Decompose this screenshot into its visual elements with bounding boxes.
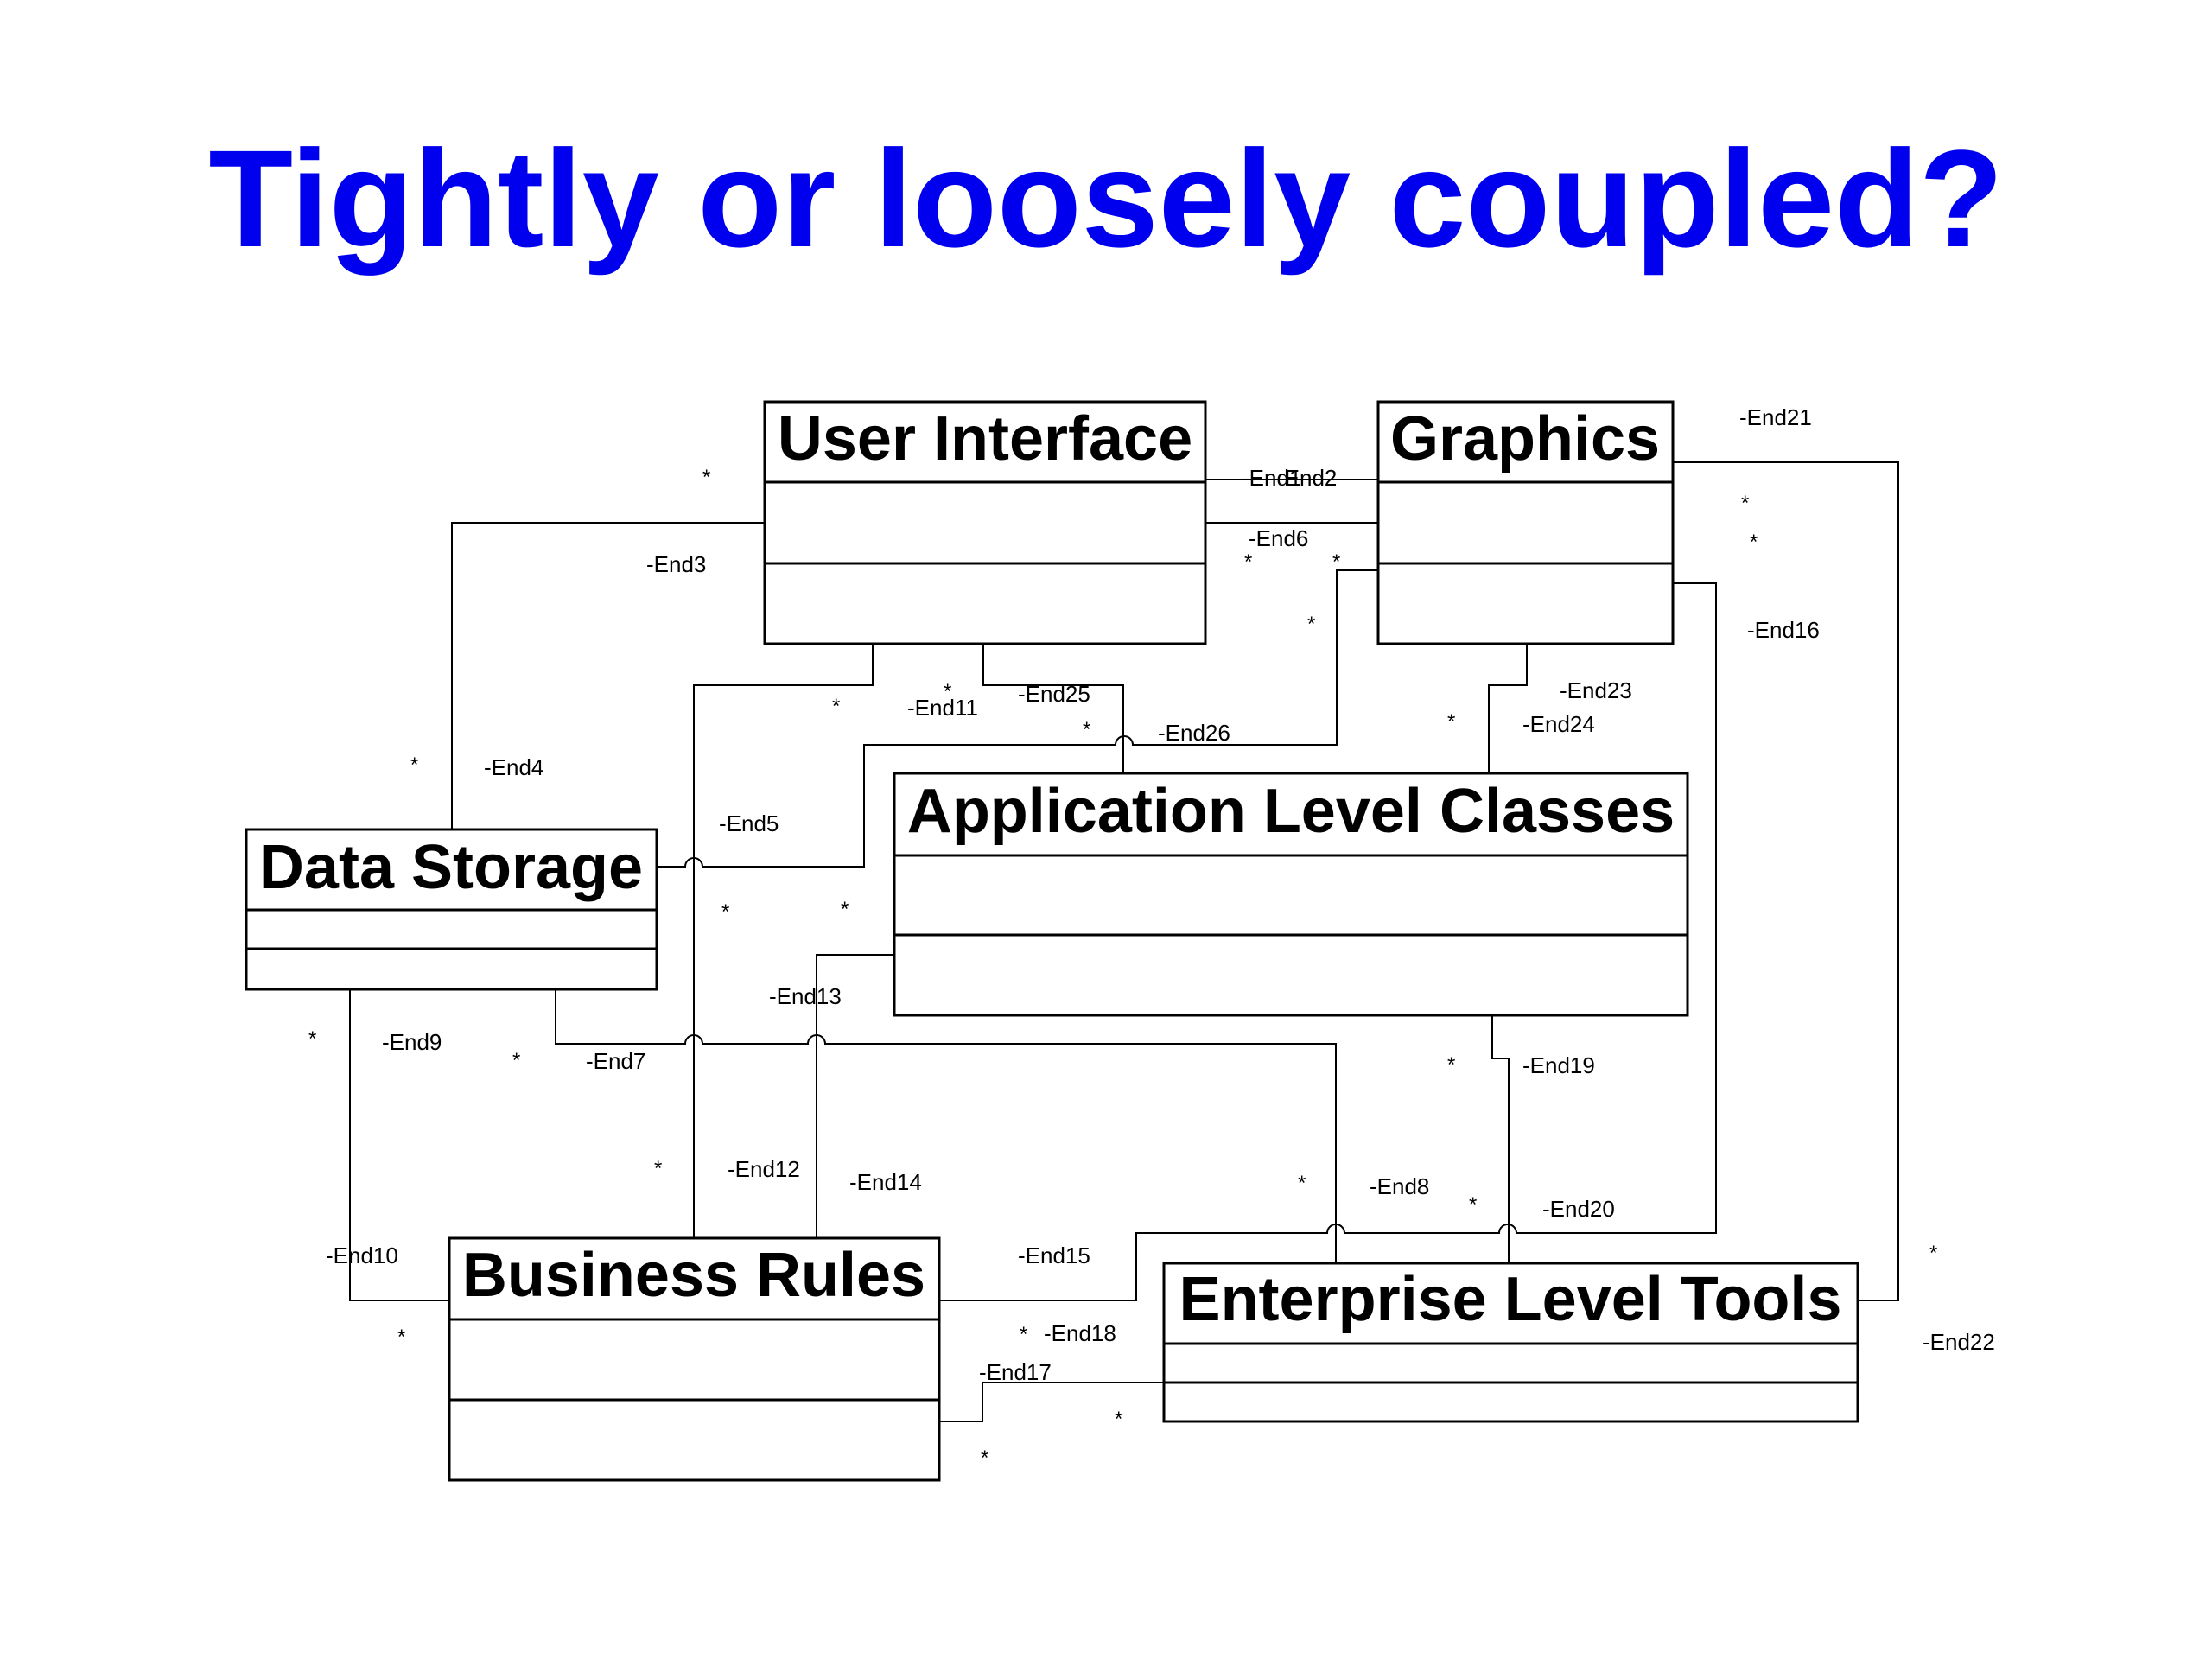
end-label: -End15 <box>1018 1243 1090 1268</box>
wire-graphics-appclasses <box>1488 644 1528 775</box>
multiplicity-marker: * <box>1020 1323 1027 1346</box>
multiplicity-marker: * <box>981 1446 988 1470</box>
class-name-business-rules: Business Rules <box>462 1241 925 1310</box>
end-label: -End12 <box>728 1156 800 1182</box>
multiplicity-marker: * <box>1447 710 1455 734</box>
end-label: -End20 <box>1542 1196 1615 1222</box>
multiplicity-markers: * * * * * * * * * * * * * * * * * * * * … <box>308 466 1937 1470</box>
end-label: -End3 <box>646 551 706 577</box>
wire-appclasses-enterprise <box>1491 1015 1510 1263</box>
wire-graphics-datastorage <box>657 569 1378 868</box>
wire-businessrules-enterprise <box>939 1382 1164 1422</box>
end-label: -End26 <box>1158 720 1230 746</box>
multiplicity-marker: * <box>1083 718 1090 741</box>
end-label: -End2 <box>1277 465 1337 491</box>
association-end-labels: -End1 -End2 -End3 -End4 -End5 -End6 -End… <box>326 404 1995 1385</box>
end-label: -End8 <box>1370 1173 1429 1199</box>
end-label: -End5 <box>719 810 779 836</box>
wire-appclasses-businessrules <box>816 954 894 1238</box>
class-box-data-storage[interactable]: Data Storage <box>245 828 658 991</box>
class-box-enterprise-level-tools[interactable]: Enterprise Level Tools <box>1162 1262 1859 1423</box>
end-label: -End19 <box>1522 1052 1595 1078</box>
multiplicity-marker: * <box>410 753 418 777</box>
multiplicity-marker: * <box>1307 613 1315 636</box>
class-box-business-rules[interactable]: Business Rules <box>448 1236 941 1482</box>
end-label: -End4 <box>484 754 543 780</box>
multiplicity-marker: * <box>832 695 840 718</box>
multiplicity-marker: * <box>1298 1172 1306 1195</box>
end-label: -End10 <box>326 1243 398 1268</box>
end-label: -End17 <box>979 1359 1052 1385</box>
multiplicity-marker: * <box>1447 1053 1455 1077</box>
multiplicity-marker: * <box>1741 492 1749 515</box>
class-name-user-interface: User Interface <box>778 404 1192 474</box>
class-box-user-interface[interactable]: User Interface <box>763 400 1207 645</box>
page-title: Tightly or loosely coupled? <box>208 121 2004 276</box>
end-label: -End16 <box>1747 617 1820 643</box>
end-label: -End7 <box>586 1048 645 1074</box>
end-label: -End22 <box>1923 1329 1995 1355</box>
end-label: -End14 <box>849 1169 922 1195</box>
wire-graphics-enterprise-inner <box>939 582 1717 1301</box>
multiplicity-marker: * <box>721 900 729 924</box>
multiplicity-marker: * <box>1115 1408 1122 1431</box>
wire-datastorage-enterprise <box>555 989 1337 1263</box>
wire-ui-appclasses <box>982 644 1124 775</box>
wire-ui-datastorage <box>451 522 769 830</box>
multiplicity-marker: * <box>702 466 710 489</box>
class-box-graphics[interactable]: Graphics <box>1376 400 1675 645</box>
wire-graphics-enterprise-outer <box>1673 461 1899 1301</box>
class-box-application-level-classes[interactable]: Application Level Classes <box>893 772 1689 1017</box>
class-name-enterprise-level-tools: Enterprise Level Tools <box>1179 1265 1842 1334</box>
multiplicity-marker: * <box>654 1157 662 1180</box>
end-label: -End24 <box>1522 711 1595 737</box>
wire-ui-businessrules <box>693 644 874 1238</box>
multiplicity-marker: * <box>841 898 849 921</box>
class-name-data-storage: Data Storage <box>259 833 643 902</box>
end-label: -End23 <box>1560 677 1632 703</box>
multiplicity-marker: * <box>308 1027 316 1051</box>
end-label: -End9 <box>382 1029 442 1055</box>
multiplicity-marker: * <box>397 1325 405 1349</box>
end-label: -End21 <box>1739 404 1812 430</box>
multiplicity-marker: * <box>1244 550 1252 574</box>
end-label: -End1 <box>1242 465 1301 491</box>
end-label: -End18 <box>1044 1320 1116 1346</box>
end-label: -End25 <box>1018 681 1090 707</box>
class-name-application-level-classes: Application Level Classes <box>907 777 1675 846</box>
wire-datastorage-businessrules <box>349 989 449 1301</box>
end-label: -End6 <box>1249 525 1308 551</box>
multiplicity-marker: * <box>1750 531 1758 554</box>
end-label: -End13 <box>769 983 842 1009</box>
multiplicity-marker: * <box>1469 1193 1477 1217</box>
association-lines <box>349 461 1899 1422</box>
multiplicity-marker: * <box>1929 1242 1937 1265</box>
end-label: -End11 <box>907 695 978 721</box>
multiplicity-marker: * <box>512 1049 520 1072</box>
multiplicity-marker: * <box>944 680 951 703</box>
class-name-graphics: Graphics <box>1390 404 1660 474</box>
multiplicity-marker: * <box>1332 550 1340 574</box>
